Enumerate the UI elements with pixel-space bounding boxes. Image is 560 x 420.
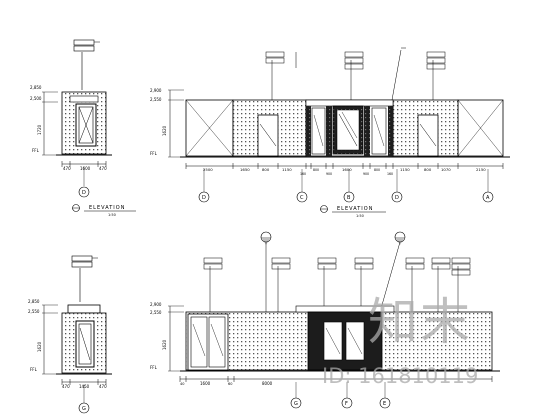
- dim-label: FFL: [32, 148, 40, 153]
- title-elevation-left: ELEVATION 1:50: [72, 204, 136, 217]
- grid-bubble: [343, 191, 355, 203]
- grid-label: F: [345, 401, 348, 407]
- dim-label: 160: [300, 172, 306, 176]
- grid-bubble: [341, 397, 353, 409]
- dim-label: 2500: [203, 167, 213, 172]
- grid-label: A: [486, 195, 490, 201]
- dark-feature-panel: [307, 311, 383, 371]
- title-scale: 1:50: [356, 214, 364, 218]
- dim-label: 470: [63, 166, 71, 171]
- dim-label: 60: [228, 382, 232, 386]
- callout-tag: [71, 255, 98, 302]
- elevation-large-bottom: 2,900 2,550 1620 FFL 40 1600 60 8000 G F…: [150, 231, 500, 409]
- dim-label: 1150: [282, 167, 292, 172]
- grid-label: D: [202, 195, 206, 201]
- title-scale: 1:50: [108, 213, 116, 217]
- dim-label: 800: [424, 167, 432, 172]
- dim-label: 1450: [79, 384, 90, 389]
- grid-bubble: [296, 191, 308, 203]
- glass-door: [257, 114, 279, 157]
- grid-label: C: [300, 195, 304, 201]
- grid-label: E: [383, 401, 386, 407]
- elevation-small-top: 2,850 2,500 1720 FFL 470 1600 470 D ELEV…: [30, 39, 136, 217]
- dim-label: 2,500: [30, 96, 42, 101]
- dim-label: 2,900: [150, 88, 162, 93]
- callout-tags: [203, 231, 471, 313]
- elevation-large-top: 2,900 2,550 1620 FFL 2500 1650 800 1150: [150, 47, 510, 218]
- dim-label: 40: [180, 382, 184, 386]
- grid-bubble: [482, 191, 494, 203]
- grid-label: D: [82, 190, 86, 196]
- grid-label: B: [347, 195, 351, 201]
- grid-bubble: [198, 191, 210, 203]
- dim-label: 2,550: [150, 97, 162, 102]
- grid-bubble: [379, 397, 391, 409]
- grid-label: D: [395, 195, 399, 201]
- decor-strip: [364, 106, 370, 156]
- dim-label: 800: [313, 168, 319, 172]
- dim-label: 1720: [37, 124, 42, 135]
- dim-label: 160: [387, 172, 393, 176]
- dim-label: 900: [326, 172, 332, 176]
- title-text: ELEVATION: [89, 205, 125, 211]
- dim-label: 2,850: [28, 299, 40, 304]
- dim-label: FFL: [150, 365, 158, 370]
- dim-label: FFL: [30, 367, 38, 372]
- glass-door: [417, 114, 439, 157]
- title-elevation-right: ELEVATION 1:50: [320, 205, 386, 218]
- dim-label: 1620: [37, 341, 42, 352]
- grid-bubble: [78, 402, 90, 414]
- dim-label: 800: [374, 168, 380, 172]
- elevation-small-bottom: 2,850 2,550 1620 FFL 470 1450 470 G: [28, 255, 112, 414]
- dim-label: FFL: [150, 151, 158, 156]
- dim-label: 1600: [80, 166, 91, 171]
- decor-strip: [388, 106, 393, 156]
- dim-label: 2,900: [150, 302, 162, 307]
- title-text: ELEVATION: [337, 206, 373, 212]
- grid-label: G: [294, 401, 298, 407]
- dim-label: 1150: [400, 167, 410, 172]
- dim-label: 2,550: [28, 309, 40, 314]
- dim-label: 1600: [342, 167, 352, 172]
- decor-strip: [326, 106, 332, 156]
- dim-label: 470: [99, 166, 107, 171]
- dim-label: 900: [363, 172, 369, 176]
- callout-tag: [73, 39, 100, 90]
- dim-label: 1650: [240, 167, 250, 172]
- dim-label: 2,850: [30, 85, 42, 90]
- grid-bubble: [391, 191, 403, 203]
- dim-label: 1600: [200, 381, 211, 386]
- dim-label: 8000: [262, 381, 273, 386]
- decor-strip: [306, 106, 311, 156]
- grid-bubble: [78, 186, 90, 198]
- dim-label: 470: [62, 384, 70, 389]
- dim-label: 1070: [441, 167, 451, 172]
- dim-label: 1620: [162, 339, 167, 350]
- dim-label: 800: [262, 167, 270, 172]
- dim-label: 470: [99, 384, 107, 389]
- dim-label: 2150: [476, 167, 486, 172]
- grid-label: G: [82, 406, 86, 412]
- grid-bubble: [290, 397, 302, 409]
- dim-label: 2,550: [150, 310, 162, 315]
- dim-label: 1620: [162, 125, 167, 136]
